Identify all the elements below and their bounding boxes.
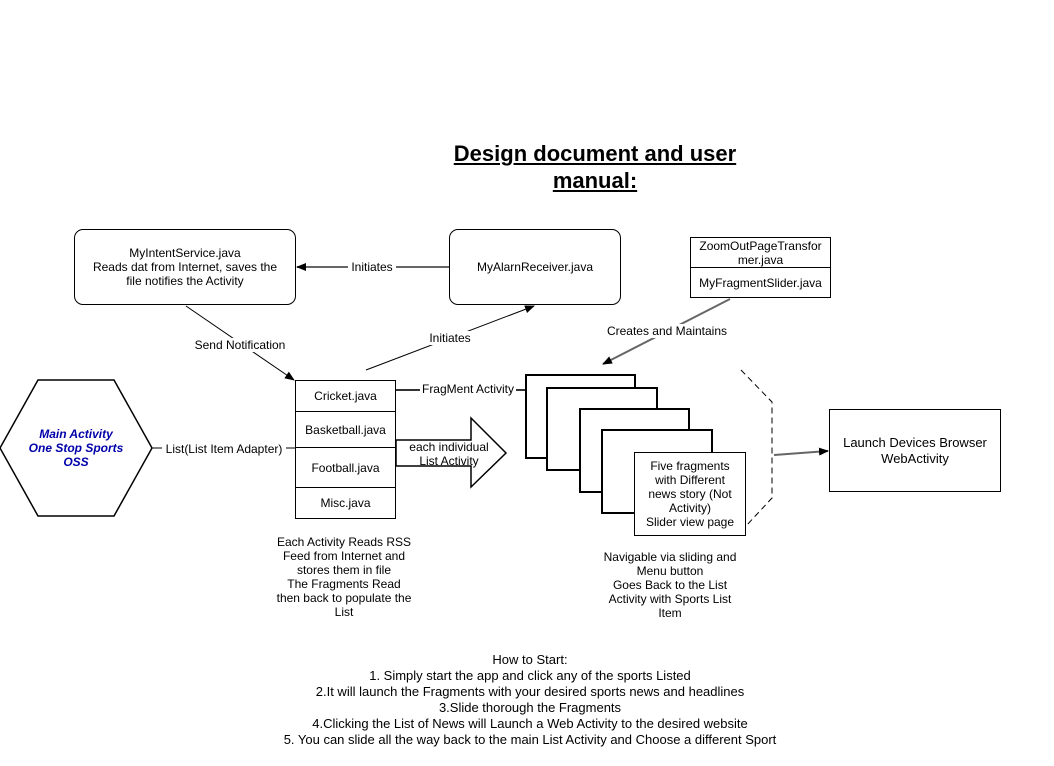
how-to-start: How to Start: 1. Simply start the app an… [230, 652, 830, 748]
sports-list-item: Basketball.java [295, 411, 396, 448]
rss-note: Each Activity Reads RSS Feed from Intern… [276, 535, 412, 619]
sports-list-item: Misc.java [295, 487, 396, 519]
sports-list-item: Football.java [295, 447, 396, 488]
how-to-heading: How to Start: [492, 652, 568, 667]
edge-label-send-notification: Send Notification [190, 338, 290, 352]
fragment-slider-node: MyFragmentSlider.java [690, 267, 831, 298]
fragments-dashed-bracket [740, 369, 773, 527]
main-activity-label: Main Activity One Stop Sports OSS [28, 427, 124, 469]
edge-label-initiates: Initiates [348, 260, 396, 274]
edge-label-list-activity: each individual List Activity [409, 440, 489, 468]
how-to-step: 5. You can slide all the way back to the… [283, 732, 777, 747]
edge-label-creates-maintains: Creates and Maintains [602, 324, 732, 338]
page-title: Design document and user manual: [453, 141, 737, 193]
sports-list-item: Cricket.java [295, 380, 396, 412]
navigable-note: Navigable via sliding and Menu button Go… [603, 550, 737, 620]
edge-label-fragment-activity: FragMent Activity [420, 382, 516, 396]
how-to-step: 4.Clicking the List of News will Launch … [312, 716, 748, 731]
fragments-front-page: Five fragments with Different news story… [634, 452, 746, 536]
list-activity-block-arrow [395, 416, 508, 489]
edge-label-list-adapter: List(List Item Adapter) [162, 442, 286, 456]
edge-fragments-to-browser [773, 447, 829, 456]
how-to-step: 2.It will launch the Fragments with your… [315, 684, 745, 699]
how-to-step: 1. Simply start the app and click any of… [369, 668, 691, 683]
intent-service-node: MyIntentService.java Reads dat from Inte… [74, 229, 296, 305]
zoom-transformer-node: ZoomOutPageTransfor mer.java [690, 237, 831, 268]
edge-label-initiates: Initiates [426, 331, 474, 345]
how-to-step: 3.Slide thorough the Fragments [438, 700, 622, 715]
alarm-receiver-node: MyAlarnReceiver.java [449, 229, 621, 305]
browser-activity-node: Launch Devices Browser WebActivity [829, 409, 1001, 492]
